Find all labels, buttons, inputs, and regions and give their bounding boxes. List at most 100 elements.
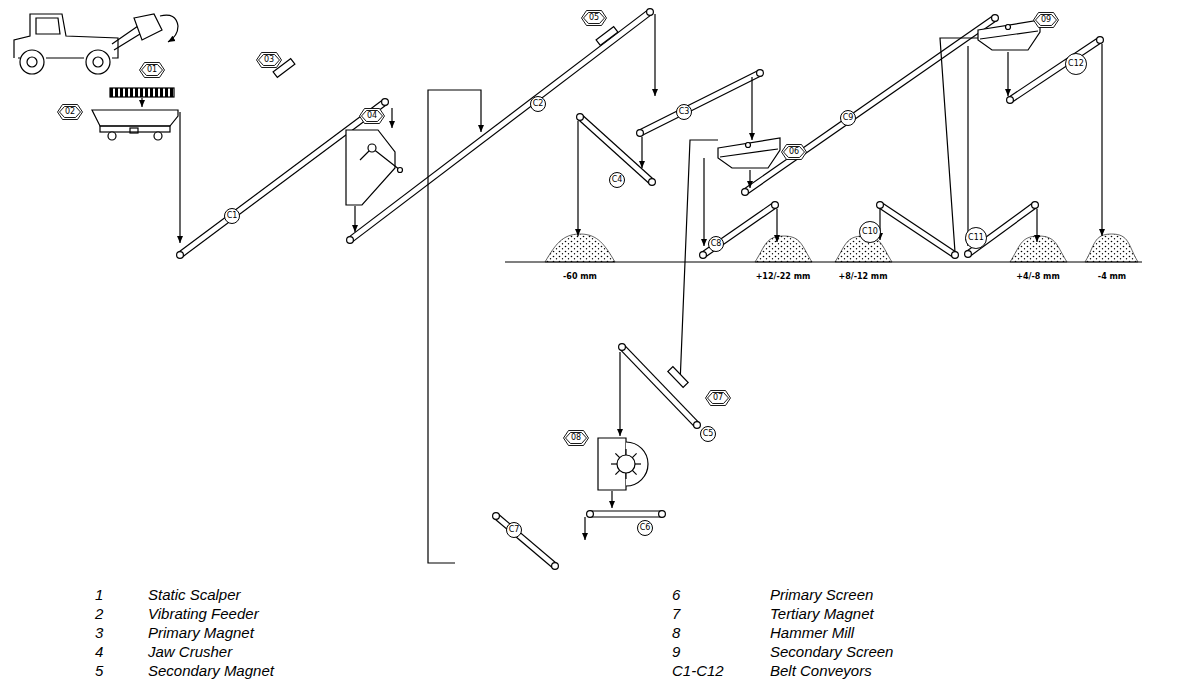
feeder-frame — [100, 126, 170, 132]
belt-conveyor — [624, 345, 699, 423]
hexagon-outline — [360, 109, 385, 124]
callout-number: C9 — [843, 114, 854, 122]
conveyor-callout: C3 — [676, 104, 693, 121]
conveyor-callout: C6 — [637, 520, 654, 537]
hexagon-outline — [706, 391, 731, 406]
legend-name: Hammer Mill — [770, 624, 854, 641]
callout-number: C1 — [227, 212, 238, 220]
hexagon-outline — [564, 431, 589, 446]
mill-hammer — [611, 463, 617, 464]
equipment-callout: 01 — [139, 62, 165, 78]
conveyor-roller — [577, 114, 584, 121]
callout-number: C3 — [679, 108, 690, 116]
feeder-wheel — [108, 132, 116, 140]
equipment-callout: 02 — [57, 104, 83, 120]
callout-number: C8 — [711, 240, 722, 248]
mill-hammer — [625, 449, 626, 455]
magnet — [596, 27, 618, 46]
callout-number: C11 — [968, 234, 984, 242]
callout-number: 06 — [789, 148, 799, 156]
equipment-callout: 09 — [1033, 12, 1059, 28]
conveyor-callout: C12 — [1065, 53, 1087, 75]
conveyor-callout: C1 — [224, 208, 241, 225]
callout-number: 07 — [713, 394, 723, 402]
loader-arm — [112, 26, 140, 50]
callout-number: 05 — [589, 14, 599, 22]
conveyor-roller — [649, 179, 656, 186]
conveyor-roller — [587, 511, 594, 518]
conveyor-roller — [1007, 97, 1014, 104]
callout-number: C5 — [703, 430, 714, 438]
flow-arrow — [354, 206, 355, 232]
conveyor-roller — [347, 237, 354, 244]
flow-arrow — [1007, 52, 1008, 96]
legend-name: Static Scalper — [148, 586, 241, 603]
belt-conveyor — [582, 115, 654, 180]
hexagon-outline — [708, 393, 729, 404]
vibrating-feeder — [92, 110, 178, 126]
static-scalper — [110, 88, 174, 97]
legend-name: Vibrating Feeder — [148, 605, 259, 622]
belt-conveyor — [878, 207, 953, 257]
belt-conveyor — [639, 70, 759, 130]
equipment-callout: 05 — [581, 10, 607, 26]
flow-arrow — [751, 77, 752, 140]
hexagon-outline — [60, 107, 81, 118]
loader-hub — [27, 57, 37, 67]
hexagon-outline — [142, 65, 163, 76]
legend-number: 7 — [672, 605, 680, 622]
screen-deck — [720, 149, 778, 157]
legend-number: C1-C12 — [672, 662, 724, 679]
stockpile — [545, 234, 615, 262]
conveyor-callout: C7 — [506, 522, 523, 539]
legend-name: Secondary Screen — [770, 643, 893, 660]
equipment-callout: 08 — [563, 430, 589, 446]
equipment-callout: 07 — [705, 390, 731, 406]
belt-conveyor — [498, 514, 557, 564]
loader-body — [14, 14, 118, 58]
belt-conveyor — [620, 349, 695, 427]
callout-number: C4 — [612, 176, 623, 184]
flow-arrow — [619, 352, 620, 436]
conveyor-callout: C8 — [708, 236, 725, 253]
legend-number: 5 — [95, 662, 103, 679]
flow-arrow — [1101, 44, 1102, 236]
loader-hub — [93, 57, 103, 67]
callout-number: C6 — [640, 524, 651, 532]
mill-hammer — [615, 470, 619, 474]
flow-arrow — [179, 112, 180, 243]
legend-name: Tertiary Magnet — [770, 605, 874, 622]
hexagon-outline — [782, 145, 807, 160]
legend-name: Primary Magnet — [148, 624, 254, 641]
hexagon-outline — [584, 13, 605, 24]
conveyor-roller — [742, 189, 749, 196]
recycle-line — [428, 90, 481, 563]
conveyor-roller — [637, 130, 644, 137]
callout-number: 03 — [264, 56, 274, 64]
belt-conveyor — [1008, 38, 1098, 98]
conveyor-roller — [619, 344, 626, 351]
hexagon-outline — [362, 111, 383, 122]
size-label: -60 mm — [562, 272, 598, 281]
dump-arrow — [160, 15, 178, 42]
conveyor-roller — [647, 9, 654, 16]
loader-bucket — [134, 14, 162, 40]
flow-arrow — [391, 108, 392, 128]
crusher-toggle — [360, 148, 400, 170]
conveyor-roller — [965, 251, 972, 258]
conveyor-callout: C10 — [859, 221, 881, 243]
flow-arrow — [967, 46, 968, 246]
equipment-callout: 04 — [359, 108, 385, 124]
flow-arrow — [703, 158, 704, 246]
conveyor-callout: C4 — [609, 172, 626, 189]
conveyor-roller — [177, 252, 184, 259]
hexagon-outline — [1034, 13, 1059, 28]
callout-number: C7 — [509, 526, 520, 534]
size-label: +8/-12 mm — [837, 272, 888, 281]
size-label: +12/-22 mm — [755, 272, 812, 281]
conveyor-roller — [877, 202, 884, 209]
legend-number: 4 — [95, 643, 103, 660]
hexagon-outline — [1036, 15, 1057, 26]
oversize-line — [940, 38, 978, 252]
stockpile — [1010, 236, 1067, 262]
